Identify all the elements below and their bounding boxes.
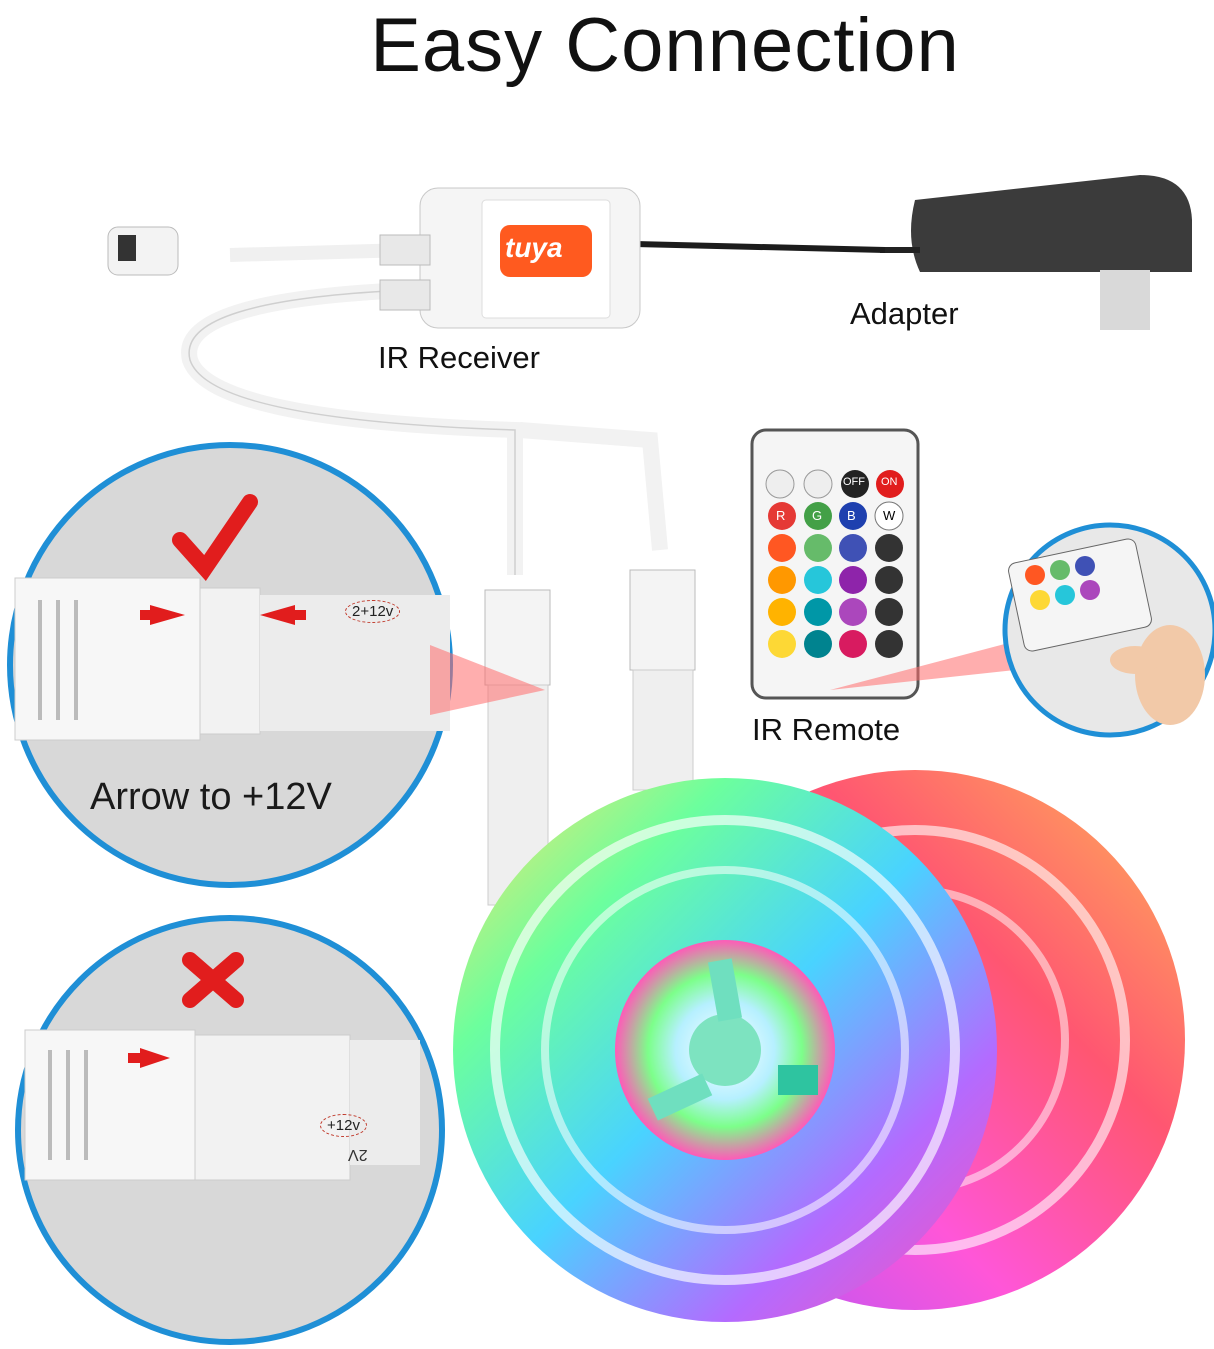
adapter-device — [880, 175, 1192, 330]
brand-logo: tuya — [505, 232, 563, 263]
remote-g-label: G — [812, 508, 823, 523]
remote-on-label: ON — [881, 476, 898, 488]
remote-off-label: OFF — [843, 476, 865, 488]
remote-w-label: W — [883, 508, 896, 523]
remote-b-label: B — [847, 508, 856, 523]
zoom-circle-correct — [7, 442, 545, 888]
zoom-circle-remote — [1002, 522, 1214, 738]
ir-receiver-label: IR Receiver — [378, 340, 540, 375]
remote-r-label: R — [776, 508, 786, 523]
arrow-hint-label: Arrow to +12V — [90, 776, 332, 818]
mirrored-text: 2V — [348, 1146, 368, 1163]
ir-remote-device — [750, 428, 1020, 700]
voltage-tag-bottom: +12v — [320, 1114, 367, 1137]
adapter-label: Adapter — [850, 296, 959, 331]
voltage-tag-top: 2+12v — [345, 600, 401, 623]
page-title: Easy Connection — [370, 3, 960, 88]
zoom-circle-wrong — [15, 915, 445, 1345]
led-reel-left — [453, 778, 997, 1322]
ir-remote-label: IR Remote — [752, 712, 901, 747]
